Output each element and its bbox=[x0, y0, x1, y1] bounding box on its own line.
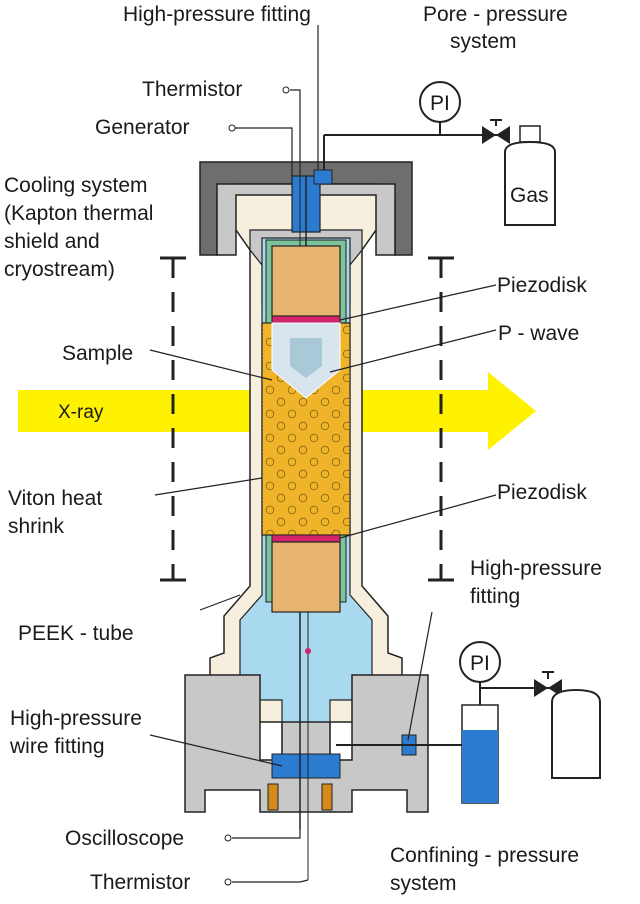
label-viton-2: shrink bbox=[8, 515, 65, 538]
upper-piston bbox=[271, 245, 341, 317]
pore-pressure-system bbox=[323, 81, 556, 226]
label-pi-bottom: PI bbox=[470, 652, 490, 675]
label-cooling-1: Cooling system bbox=[4, 174, 148, 197]
label-viton-1: Viton heat bbox=[8, 487, 102, 510]
leader-lines bbox=[149, 25, 497, 883]
label-confining-1: Confining - pressure bbox=[390, 844, 579, 867]
bottom-housing bbox=[184, 674, 429, 813]
label-thermistor-top: Thermistor bbox=[142, 78, 242, 101]
label-pwave: P - wave bbox=[498, 322, 579, 345]
label-pore-1: Pore - pressure bbox=[423, 3, 568, 26]
label-gas: Gas bbox=[510, 184, 549, 207]
label-cooling-2: (Kapton thermal bbox=[4, 202, 153, 225]
label-piezodisk-top: Piezodisk bbox=[497, 274, 587, 297]
cooling-shield bbox=[160, 256, 454, 582]
label-pore-2: system bbox=[450, 30, 517, 53]
gas-cylinder-bottom bbox=[551, 688, 601, 779]
label-confining-2: system bbox=[390, 872, 457, 895]
label-xray: X-ray bbox=[58, 402, 104, 423]
piezodisk-upper bbox=[271, 315, 341, 324]
label-cooling-3: shield and bbox=[4, 230, 100, 253]
label-cooling-4: cryostream) bbox=[4, 258, 115, 281]
label-generator: Generator bbox=[95, 116, 190, 139]
label-piezodisk-bottom: Piezodisk bbox=[497, 481, 587, 504]
label-pi-top: PI bbox=[430, 92, 450, 115]
label-hp-fitting-right-2: fitting bbox=[470, 585, 520, 608]
gas-cylinder-top bbox=[504, 140, 556, 226]
label-sample: Sample bbox=[62, 342, 133, 365]
pressure-gauge-bottom bbox=[459, 641, 501, 683]
confining-pressure-system bbox=[336, 641, 601, 804]
label-hp-wire-2: wire fitting bbox=[9, 735, 105, 758]
label-hp-fitting-right-1: High-pressure bbox=[470, 557, 602, 580]
label-hp-fitting-top: High-pressure fitting bbox=[123, 3, 311, 26]
label-peek: PEEK - tube bbox=[18, 622, 134, 645]
piezodisk-lower bbox=[271, 534, 341, 543]
label-hp-wire-1: High-pressure bbox=[10, 707, 142, 730]
lower-piston bbox=[271, 541, 341, 613]
label-thermistor-bottom: Thermistor bbox=[90, 871, 190, 894]
label-oscilloscope: Oscilloscope bbox=[65, 827, 184, 850]
pressure-gauge-top bbox=[419, 81, 461, 123]
